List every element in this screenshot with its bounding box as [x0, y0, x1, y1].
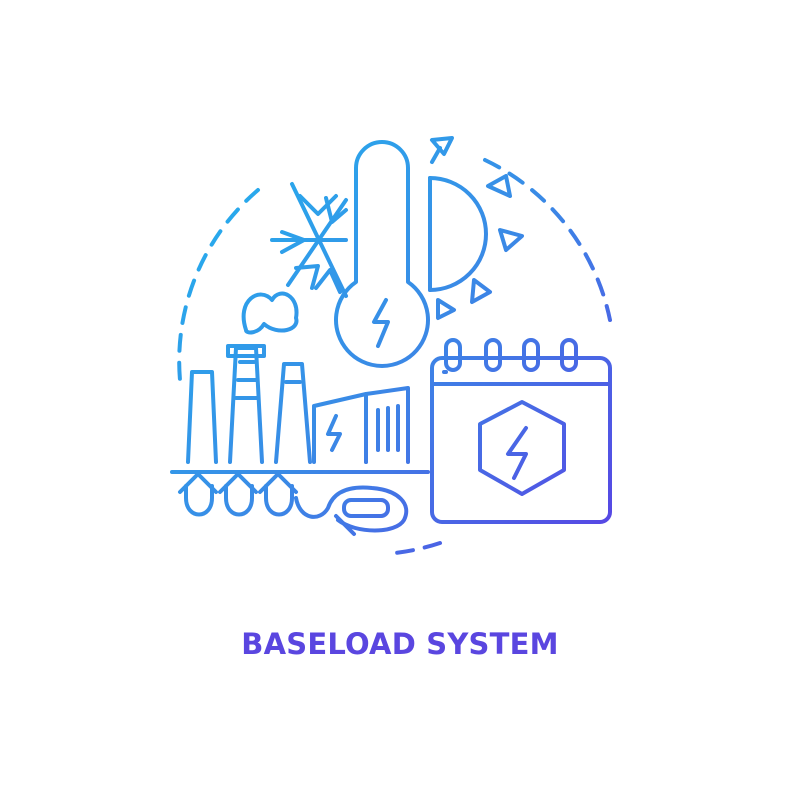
thermometer-icon [334, 140, 430, 368]
factory-chimneys-icon [186, 344, 312, 464]
calendar-lightning-bolt-icon [506, 426, 528, 480]
solar-panel-icon [312, 386, 410, 464]
calendar-icon [430, 338, 612, 524]
concept-title: BASELOAD SYSTEM [241, 627, 559, 661]
snowflake-icon [270, 182, 348, 298]
hexagon-icon [478, 400, 566, 496]
half-sun-icon [428, 136, 524, 320]
lightning-bolt-icon [372, 298, 390, 348]
smoke-cloud-icon [241, 291, 299, 335]
dashed-arc-icon [177, 158, 612, 555]
geothermal-pipes-icon [178, 472, 409, 536]
